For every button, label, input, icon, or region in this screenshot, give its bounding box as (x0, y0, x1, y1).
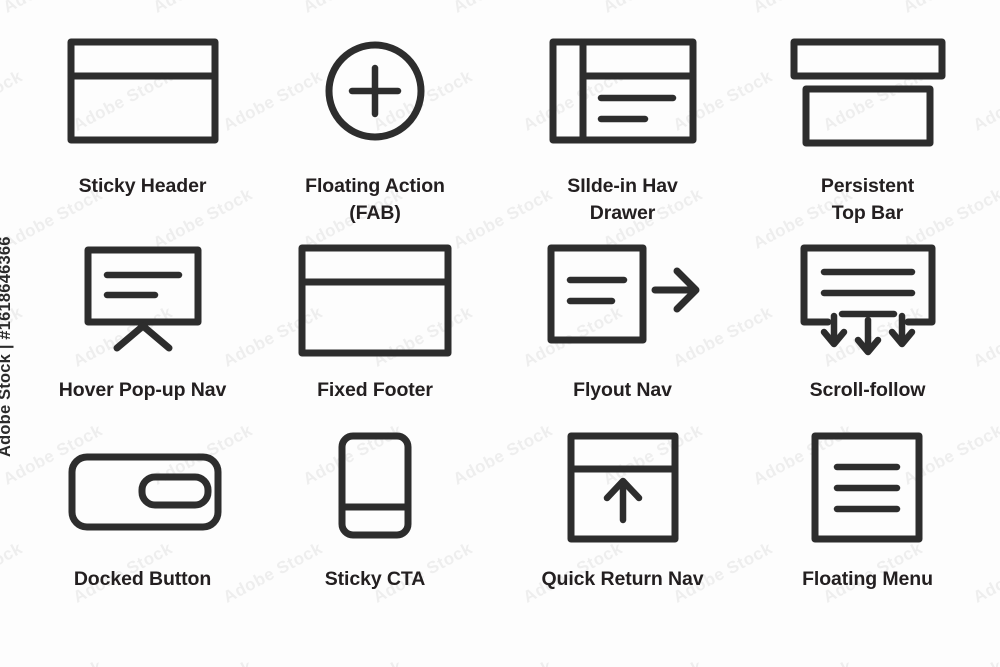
icon-cell-docked-button[interactable]: Docked Button (0, 425, 285, 593)
icon-label: Persistent Top Bar (820, 175, 915, 224)
icon-label: SIlde-in Hav Drawer (567, 175, 678, 224)
icon-cell-sticky-header[interactable]: Sticky Header (0, 30, 285, 200)
icon-cell-fixed-footer[interactable]: Fixed Footer (240, 238, 510, 404)
icon-cell-flyout-nav[interactable]: Flyout Nav (495, 238, 750, 404)
slide-in-nav-drawer-icon (539, 30, 707, 155)
icon-label: Scroll-follow (809, 379, 926, 401)
icon-cell-floating-menu[interactable]: Floating Menu (735, 425, 1000, 593)
icon-label: Flyout Nav (573, 379, 672, 401)
icon-label: Sticky CTA (324, 568, 426, 590)
icon-label: Docked Button (73, 568, 212, 590)
icon-cell-slide-in-nav-drawer[interactable]: SIlde-in Hav Drawer (495, 30, 750, 227)
icon-cell-floating-action[interactable]: Floating Action (FAB) (240, 30, 510, 227)
fixed-footer-icon (291, 238, 459, 361)
icon-cell-hover-pop-up-nav[interactable]: Hover Pop-up Nav (0, 238, 285, 404)
sticky-cta-icon (291, 425, 459, 548)
icon-cell-quick-return-nav[interactable]: Quick Return Nav (495, 425, 750, 593)
icon-label: Hover Pop-up Nav (58, 379, 227, 401)
sticky-header-icon (59, 30, 227, 155)
hover-popup-nav-icon (59, 238, 227, 361)
icon-label: Floating Menu (802, 568, 933, 590)
icon-cell-scroll-follow[interactable]: Scroll-follow (735, 238, 1000, 404)
icon-label: Fixed Footer (317, 379, 433, 401)
floating-action-button-icon (291, 30, 459, 155)
icon-label: Sticky Header (78, 175, 207, 197)
icon-cell-sticky-cta[interactable]: Sticky CTA (240, 425, 510, 593)
persistent-top-bar-icon (784, 30, 952, 155)
docked-button-icon (59, 425, 227, 548)
icon-label: Quick Return Nav (541, 568, 704, 590)
quick-return-nav-icon (539, 425, 707, 548)
icon-cell-persistent-top-bar[interactable]: Persistent Top Bar (735, 30, 1000, 227)
icon-label: Floating Action (FAB) (305, 175, 445, 224)
floating-menu-icon (784, 425, 952, 548)
flyout-nav-icon (539, 238, 707, 361)
scroll-follow-icon (784, 238, 952, 361)
